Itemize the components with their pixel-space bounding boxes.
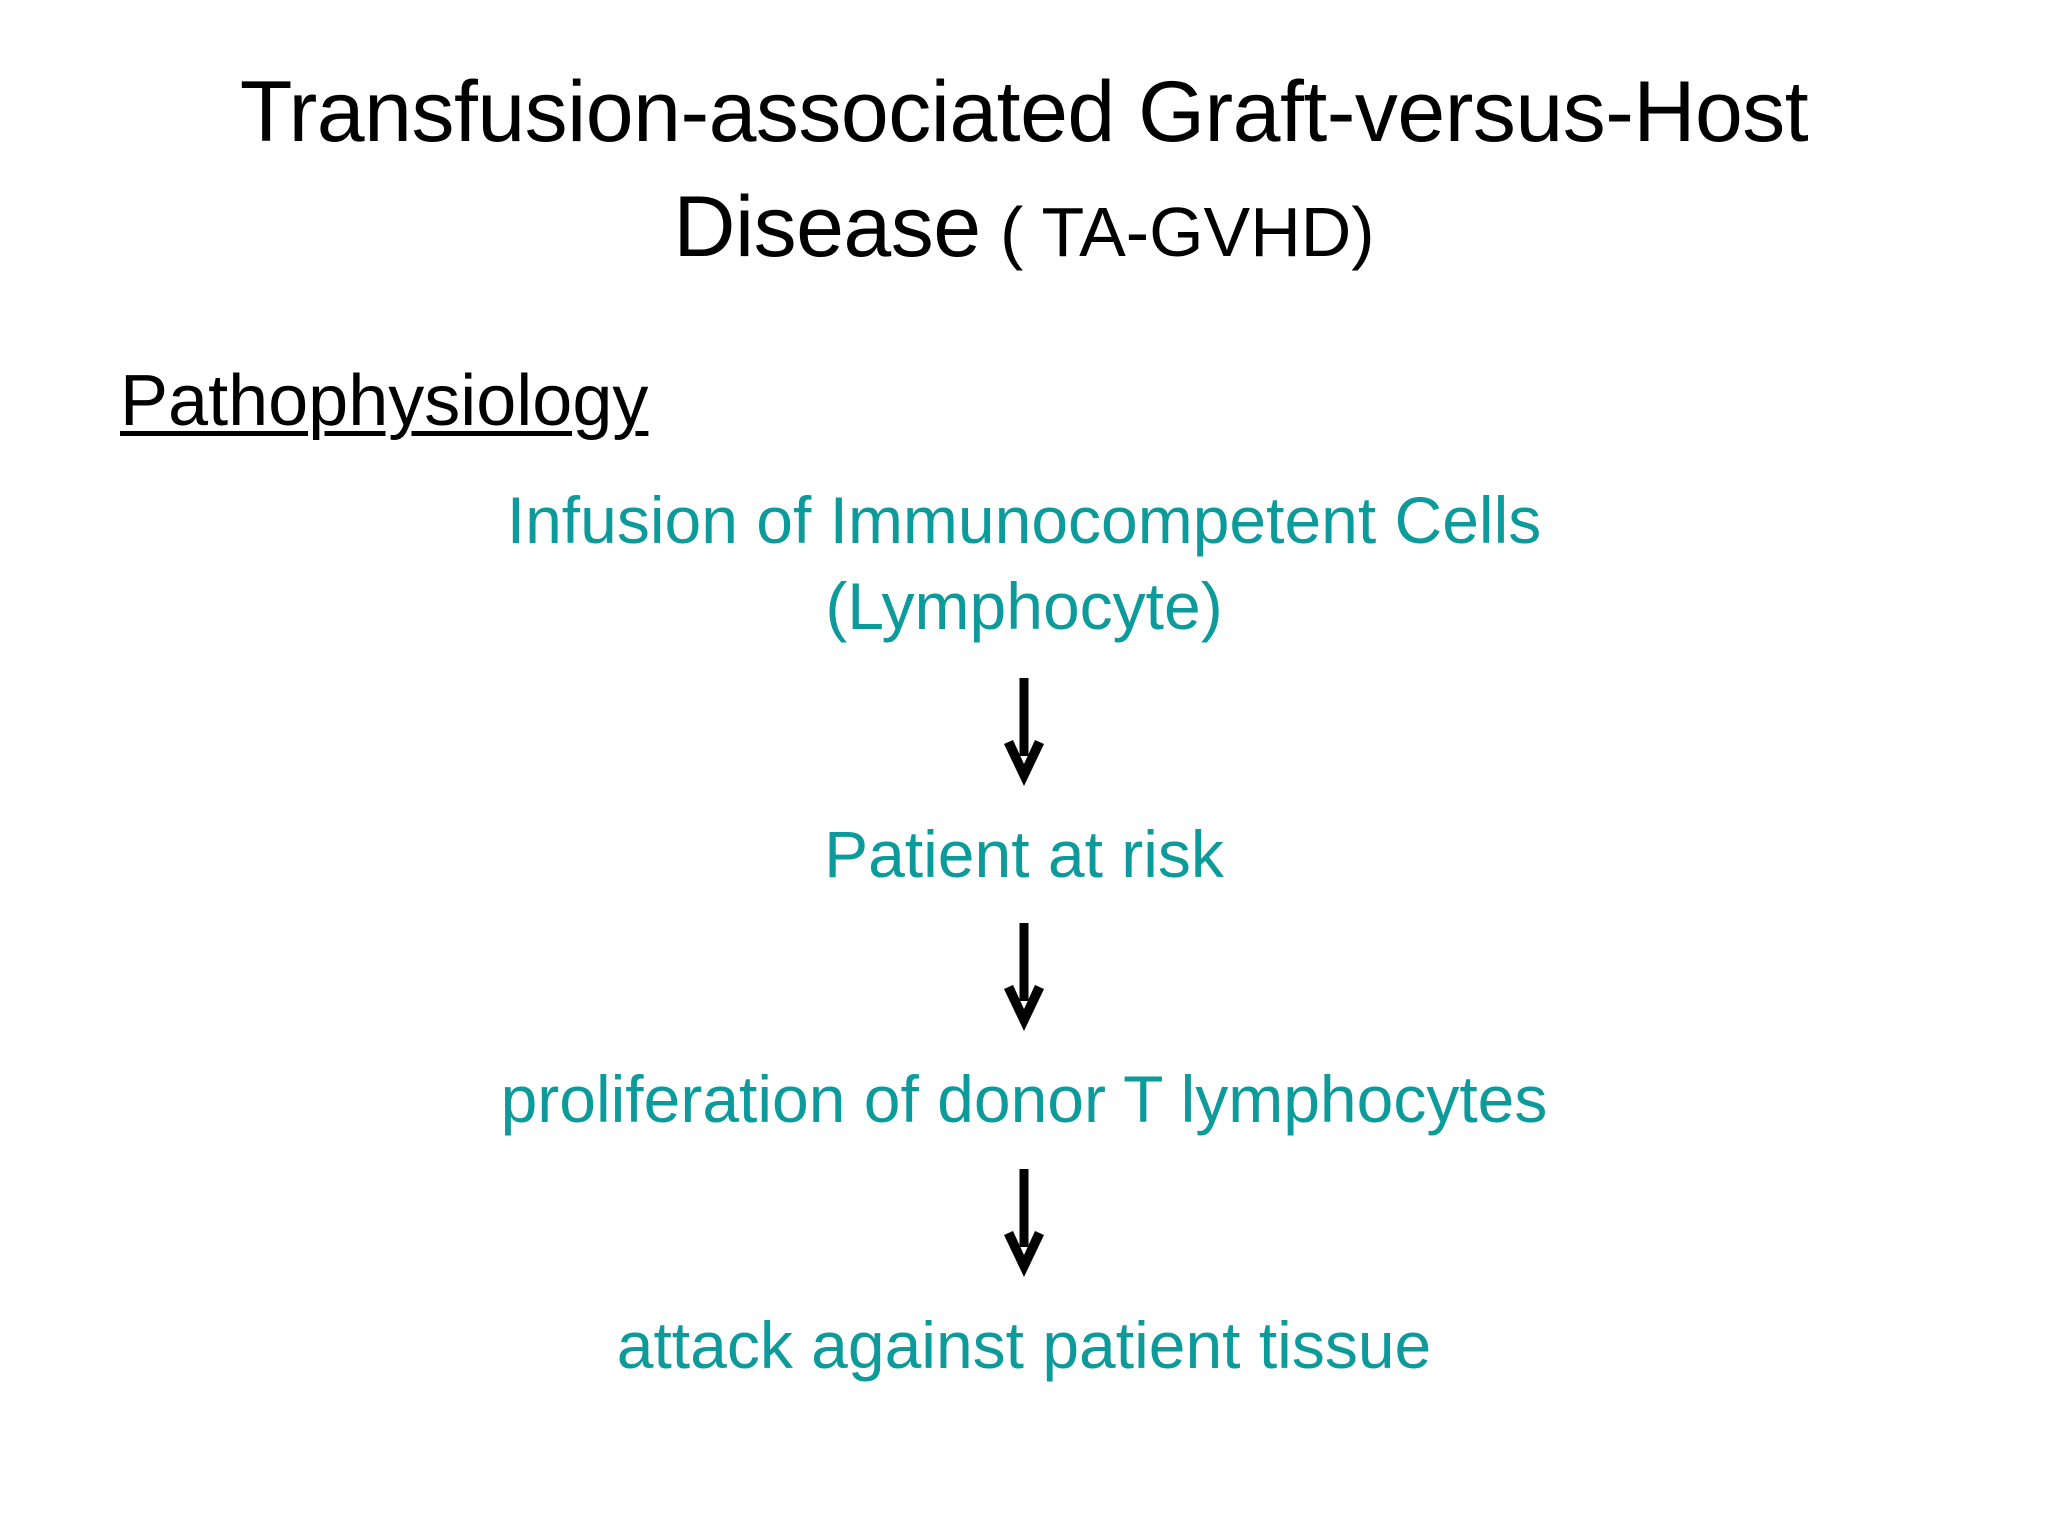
flow-step-3-line-1: proliferation of donor T lymphocytes (500, 1062, 1548, 1137)
flow-step-4-line-1: attack against patient tissue (616, 1308, 1432, 1383)
arrow-down-icon (1004, 1169, 1044, 1278)
section-heading-pathophysiology: Pathophysiology (120, 361, 649, 441)
title-line-1: Transfusion-associated Graft-versus-Host (239, 64, 1809, 160)
pathophysiology-flow-diagram: Infusion of Immunocompetent Cells (Lymph… (0, 478, 2048, 1389)
arrow-down-icon (1004, 677, 1044, 786)
flow-step-1-line-1: Infusion of Immunocompetent Cells (506, 483, 1542, 557)
flow-step-4: attack against patient tissue (0, 1303, 2048, 1389)
slide-title: Transfusion-associated Graft-versus-Host… (0, 60, 2048, 280)
flow-step-1-line-2: (Lymphocyte) (825, 568, 1223, 643)
flow-step-2: Patient at risk (0, 812, 2048, 898)
flow-step-3: proliferation of donor T lymphocytes (0, 1057, 2048, 1143)
flow-step-2-line-1: Patient at risk (824, 816, 1224, 891)
flow-step-1: Infusion of Immunocompetent Cells (Lymph… (0, 478, 2048, 650)
arrow-down-icon (1004, 923, 1044, 1032)
title-disease-word: Disease (673, 178, 981, 275)
title-line-2: Disease ( TA-GVHD) (0, 175, 2048, 280)
title-abbreviation: ( TA-GVHD) (980, 192, 1375, 271)
